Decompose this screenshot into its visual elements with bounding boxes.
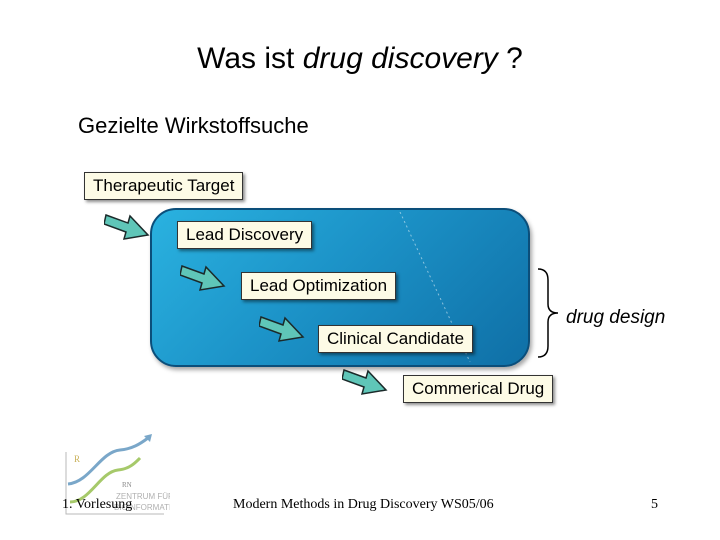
slide-subtitle: Gezielte Wirkstoffsuche <box>78 113 309 138</box>
title-italic: drug discovery <box>302 42 498 75</box>
footer-course: Modern Methods in Drug Discovery WS05/06 <box>233 497 494 512</box>
right-brace-icon <box>537 268 559 358</box>
arrow-right-down-icon <box>259 316 305 342</box>
zbi-logo: R RN ZENTRUM FÜR BIOINFORMATIK <box>65 434 170 515</box>
arrow-right-down-icon <box>180 265 226 291</box>
arrow-right-down-icon <box>104 214 150 240</box>
step-therapeutic-target: Therapeutic Target <box>84 172 244 200</box>
step-commercial-drug: Commerical Drug <box>403 375 554 403</box>
logo-text-line1: ZENTRUM FÜR <box>116 492 170 501</box>
drug-design-label: drug design <box>566 307 666 328</box>
footer-lecture: 1. Vorlesung <box>62 497 133 512</box>
svg-text:RN: RN <box>122 481 132 489</box>
svg-text:R: R <box>74 454 80 464</box>
title-prefix: Was ist <box>197 42 303 75</box>
page-number: 5 <box>651 497 658 512</box>
title-suffix: ? <box>497 42 523 75</box>
step-clinical-candidate: Clinical Candidate <box>318 325 474 353</box>
slide-title: Was ist drug discovery ? <box>0 42 720 76</box>
logo-text-line2: BIOINFORMATIK <box>114 503 170 512</box>
arrow-right-down-icon <box>342 369 388 395</box>
step-lead-discovery: Lead Discovery <box>177 221 313 249</box>
step-lead-optimization: Lead Optimization <box>241 272 397 300</box>
